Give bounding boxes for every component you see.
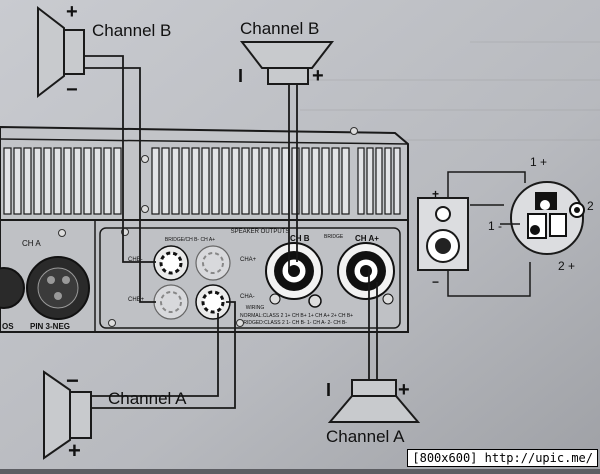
heatsink-fin — [232, 148, 239, 214]
box-minus-label: − — [432, 275, 439, 289]
heatsink-fin — [24, 148, 31, 214]
heatsink-fin — [272, 148, 279, 214]
speaker-bottom-left-label: Channel A — [108, 389, 187, 408]
heatsink-fin — [182, 148, 189, 214]
minus-bar-symbol: I — [238, 66, 243, 86]
heatsink-fin — [312, 148, 319, 214]
heatsink-fin — [385, 148, 391, 214]
speaker-outputs-label: SPEAKER OUTPUTS — [231, 229, 290, 235]
heatsink-fin — [394, 148, 400, 214]
binding-post-chb-minus — [154, 246, 188, 280]
heatsink-fin — [64, 148, 71, 214]
pin-2-label: 2 — [587, 199, 594, 213]
minus-symbol: − — [66, 368, 79, 393]
heatsink-fin — [252, 148, 259, 214]
heatsink-fin — [262, 148, 269, 214]
heatsink-fin — [242, 148, 249, 214]
heatsink-fin — [152, 148, 159, 214]
speaker-bottom-right-label: Channel A — [326, 427, 405, 446]
heatsink-fin — [342, 148, 349, 214]
heatsink-fin — [162, 148, 169, 214]
pin-1minus-label: 1 - — [488, 219, 502, 233]
watermark: [800x600] http://upic.me/ — [407, 449, 598, 467]
heatsink-fin — [358, 148, 364, 214]
box-plus-label: + — [432, 187, 439, 201]
cha-speakon-label: CH A+ — [355, 234, 379, 243]
heatsink-fin — [172, 148, 179, 214]
heatsink-fin — [74, 148, 81, 214]
cha-input-label: CH A — [22, 239, 41, 248]
speaker-top-left-label: Channel B — [92, 21, 171, 40]
heatsink-fin — [292, 148, 299, 214]
heatsink-fin — [332, 148, 339, 214]
minus-symbol: − — [66, 79, 78, 101]
minus-bar-symbol: I — [326, 380, 331, 400]
heatsink-fin — [114, 148, 121, 214]
binding-post-chb-plus — [154, 285, 188, 319]
bridge-small-label: BRIDGE — [324, 234, 344, 240]
cha-plus-label: CHA+ — [240, 257, 257, 263]
heatsink-fin — [212, 148, 219, 214]
binding-post-cha-minus — [196, 285, 230, 319]
plus-symbol: + — [66, 1, 78, 23]
heatsink-fin — [34, 148, 41, 214]
heatsink-fin — [302, 148, 309, 214]
wiring-title: WIRING — [246, 305, 265, 311]
heatsink-fin — [54, 148, 61, 214]
heatsink-fin — [104, 148, 111, 214]
bridge-header-label: BRIDGE/CH B- CH A+ — [165, 237, 215, 243]
cha-minus-label: CHA- — [240, 294, 255, 300]
plus-symbol: + — [68, 438, 81, 463]
heatsink-fin — [376, 148, 382, 214]
heatsink-fin — [192, 148, 199, 214]
os-label: OS — [2, 322, 14, 331]
plus-symbol: + — [312, 65, 324, 87]
heatsink-fin — [84, 148, 91, 214]
heatsink-fin — [4, 148, 11, 214]
wiring-normal: NORMAL:CLASS 2 1+ CH B+ 1+ CH A+ 2+ CH B… — [240, 313, 353, 319]
pin-2plus-label: 2 + — [558, 259, 575, 273]
heatsink-fin — [222, 148, 229, 214]
heatsink-fin — [44, 148, 51, 214]
pin3-label: PIN 3-NEG — [30, 322, 70, 331]
heatsink-fin — [367, 148, 373, 214]
heatsink-fin — [94, 148, 101, 214]
plus-symbol: + — [398, 379, 410, 401]
heatsink-fin — [282, 148, 289, 214]
chb-speakon-label: CH B — [290, 234, 310, 243]
speakon-ch-b — [266, 243, 322, 307]
heatsink-fin — [322, 148, 329, 214]
heatsink-fin — [202, 148, 209, 214]
wiring-bridged: BRIDGED:CLASS 2 1- CH B- 1- CH A- 2- CH … — [240, 320, 347, 326]
binding-post-cha-plus — [196, 246, 230, 280]
amplifier-panel: SPEAKER OUTPUTS BRIDGE/CH B- CH A+ CH A … — [0, 127, 408, 332]
speaker-top-center-label: Channel B — [240, 19, 319, 38]
pin-1plus-label: 1 + — [530, 155, 547, 169]
heatsink-fin — [14, 148, 21, 214]
